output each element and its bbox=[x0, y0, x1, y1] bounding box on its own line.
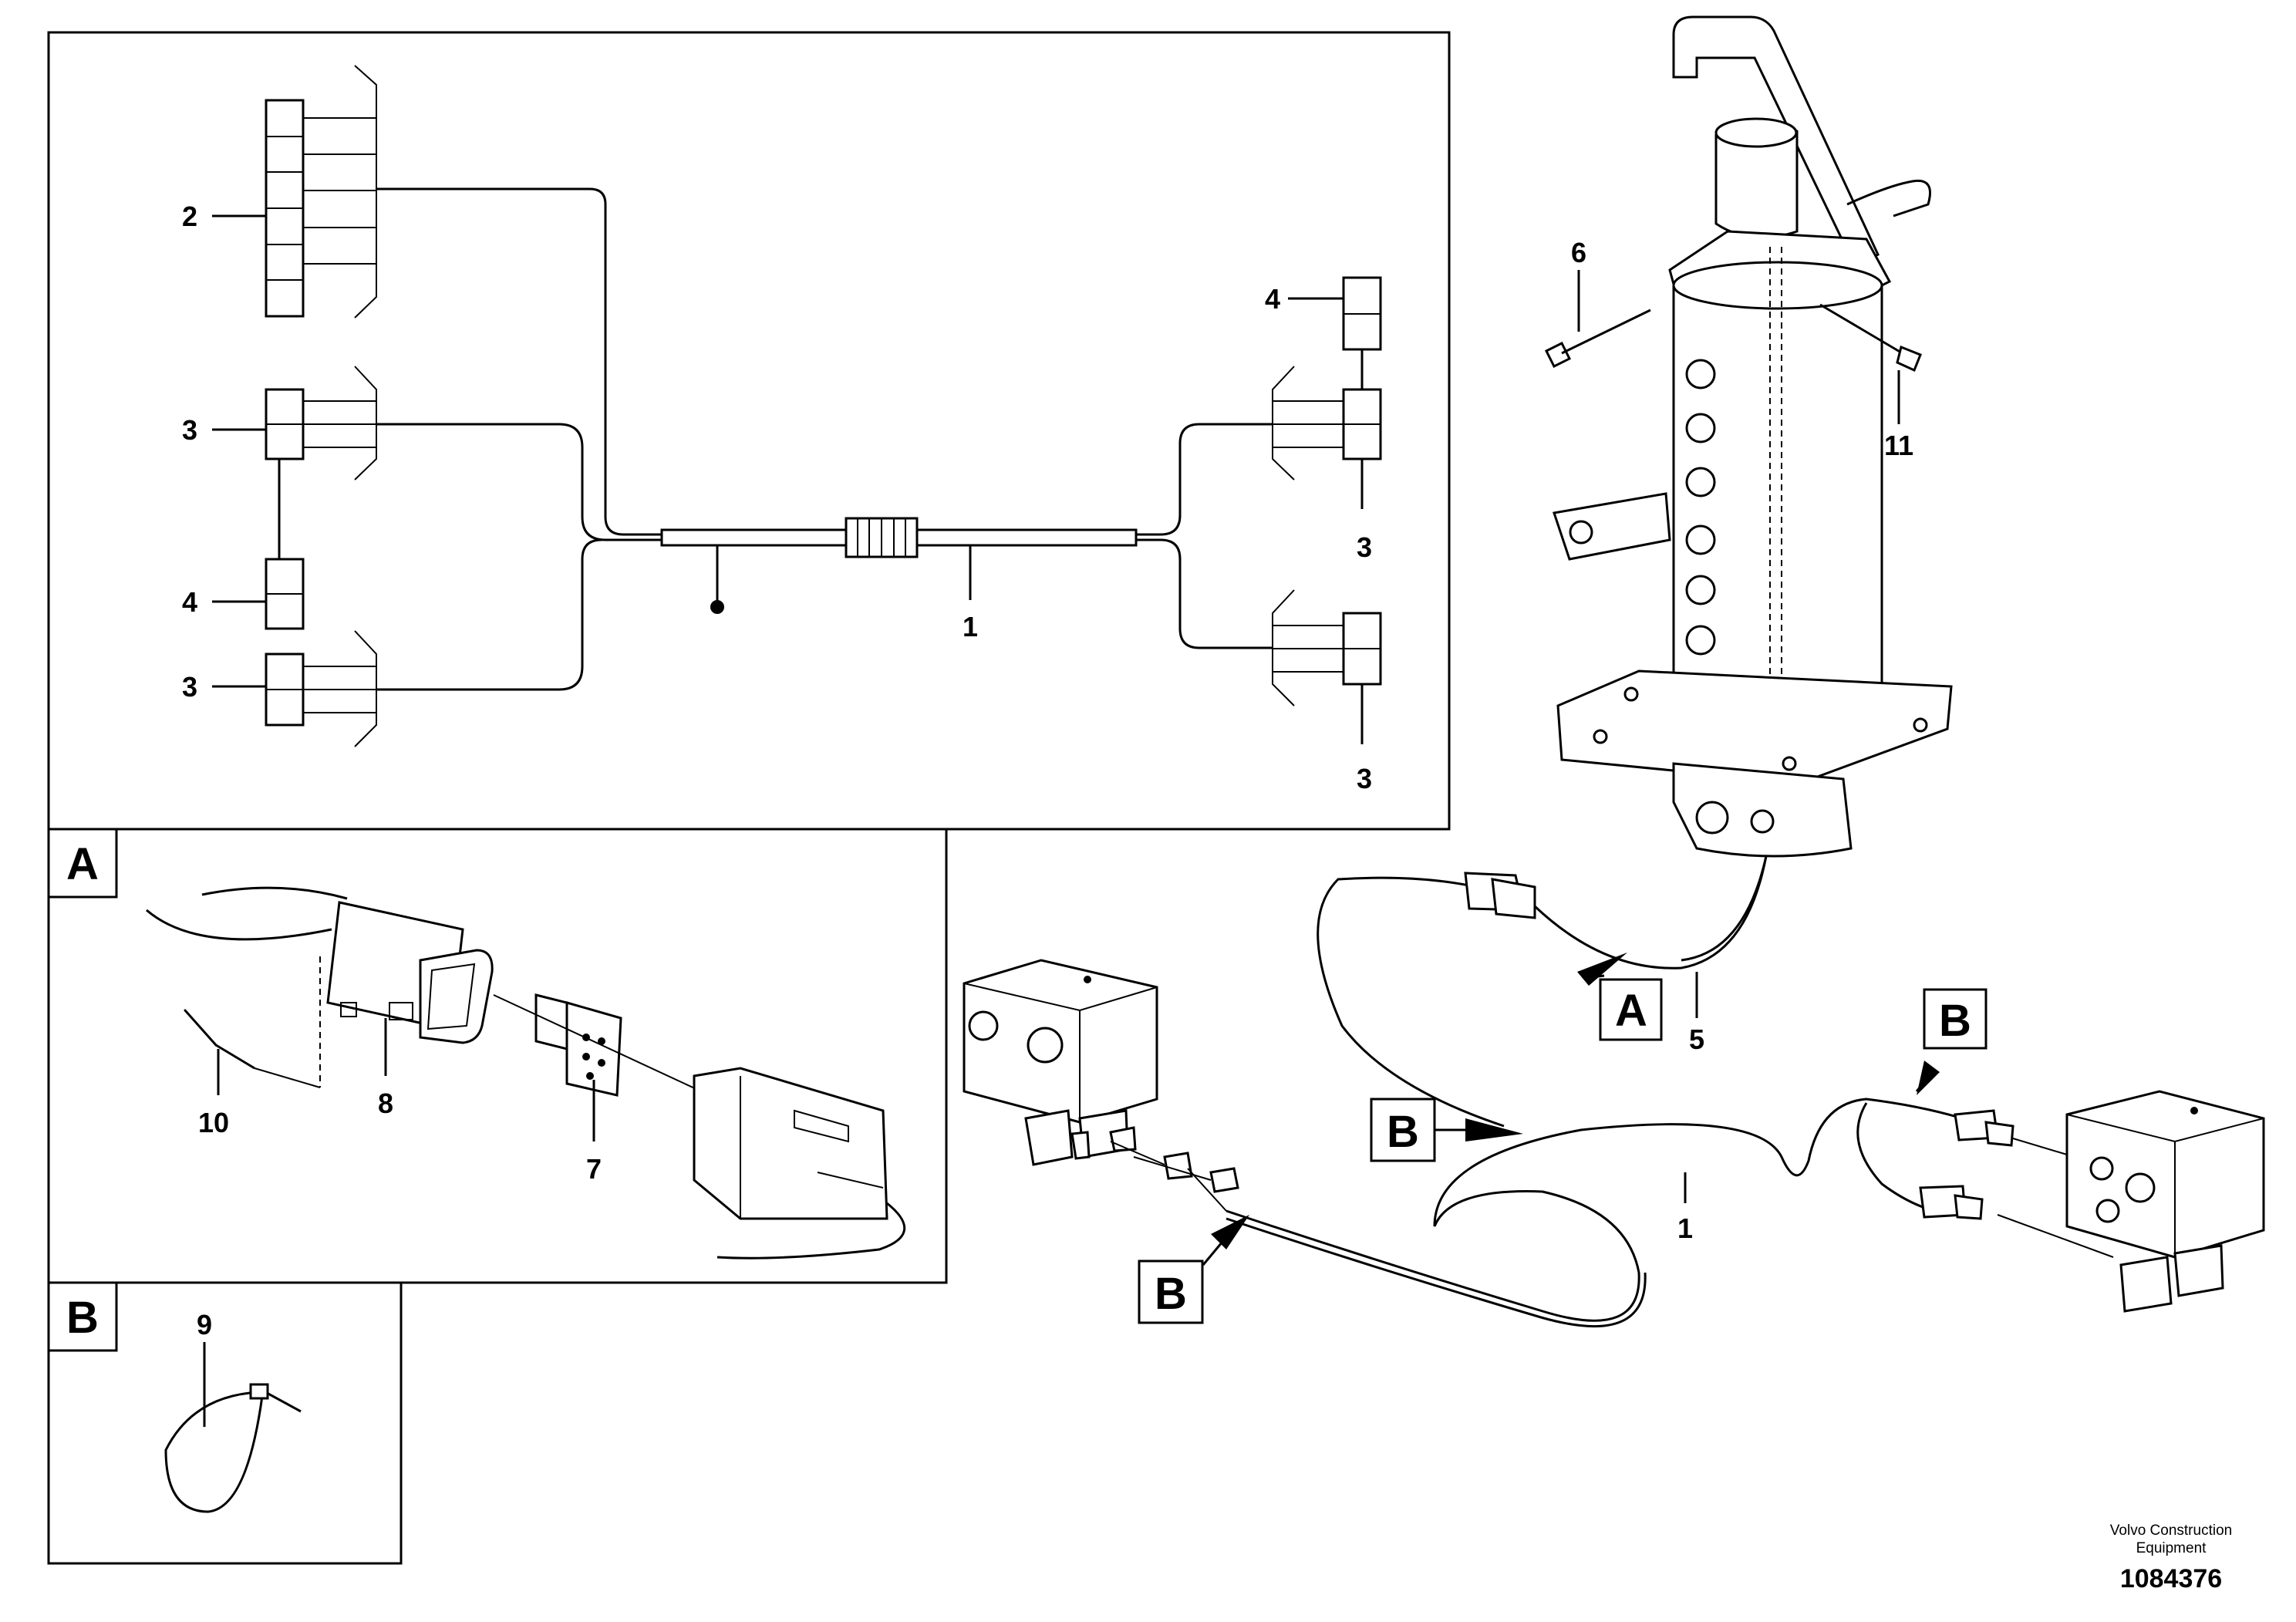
callout-4-right: 4 bbox=[1265, 283, 1280, 315]
pointer-tag-b-lower: B bbox=[1138, 1215, 1249, 1324]
connector-3-schematic-bottom bbox=[265, 630, 377, 747]
connector-b-right-lower bbox=[1919, 1185, 1984, 1220]
pointer-tag-b-mid: B bbox=[1370, 1098, 1523, 1162]
connector-5 bbox=[1464, 872, 1536, 919]
callout-9: 9 bbox=[197, 1309, 212, 1340]
swivel-joint-illustration: 6 11 bbox=[1544, 15, 1953, 858]
solenoid-valve-left bbox=[963, 959, 1158, 1166]
callout-3-right-bottom: 3 bbox=[1357, 763, 1372, 794]
detail-panel-b: B 9 bbox=[47, 1281, 403, 1565]
connector-3-schematic-right-bottom bbox=[1272, 589, 1382, 706]
connector-2-schematic bbox=[265, 65, 377, 319]
pointer-b-lower-label: B bbox=[1155, 1269, 1187, 1319]
pointer-b-top-right-label: B bbox=[1939, 996, 1971, 1046]
pointer-a-label: A bbox=[1615, 986, 1647, 1036]
bolt-11 bbox=[1819, 303, 1922, 373]
pointer-tag-a: A bbox=[1577, 953, 1663, 1041]
mating-connector bbox=[693, 1067, 906, 1259]
connector-4-schematic-left bbox=[265, 558, 305, 630]
harness-5-illustration: 5 bbox=[1317, 855, 1768, 1128]
callout-5: 5 bbox=[1689, 1023, 1704, 1055]
detail-b-label: B bbox=[66, 1293, 99, 1343]
callout-3-right-top: 3 bbox=[1357, 531, 1372, 563]
callout-7: 7 bbox=[586, 1153, 602, 1185]
detail-panel-a: A bbox=[47, 828, 948, 1284]
connector-4-schematic-right bbox=[1342, 276, 1382, 351]
connector-8-illustration bbox=[326, 901, 494, 1044]
connector-3-schematic-top bbox=[265, 366, 377, 481]
callout-6: 6 bbox=[1571, 237, 1586, 268]
connector-3-schematic-right-top bbox=[1272, 366, 1382, 481]
drawing-number: 1084376 bbox=[2120, 1564, 2222, 1593]
bolt-6 bbox=[1544, 309, 1651, 369]
callout-11: 11 bbox=[1884, 430, 1913, 461]
callout-2: 2 bbox=[182, 201, 197, 232]
callout-8: 8 bbox=[378, 1088, 393, 1119]
callout-10: 10 bbox=[198, 1107, 229, 1138]
callout-3-left-bottom: 3 bbox=[182, 671, 197, 703]
company-name-line1: Volvo Construction bbox=[2110, 1523, 2232, 1539]
footer: Volvo Construction Equipment 1084376 bbox=[2110, 1523, 2232, 1593]
connector-b-left bbox=[1110, 1141, 1239, 1212]
callout-1-harness: 1 bbox=[1677, 1212, 1693, 1244]
cable-tie-9 bbox=[164, 1383, 302, 1513]
contact-pin-10 bbox=[184, 1009, 321, 1088]
callout-1-schematic: 1 bbox=[963, 611, 978, 642]
wedge-lock-7 bbox=[534, 993, 622, 1097]
connector-b-right-upper bbox=[1954, 1109, 2014, 1147]
detail-a-label: A bbox=[66, 839, 99, 889]
pointer-b-mid-label: B bbox=[1387, 1107, 1419, 1157]
company-name-line2: Equipment bbox=[2136, 1540, 2207, 1556]
solenoid-valve-right bbox=[2065, 1090, 2265, 1313]
callout-3-left-top: 3 bbox=[182, 414, 197, 446]
pointer-tag-b-top-right: B bbox=[1915, 988, 1988, 1095]
callout-4-left: 4 bbox=[182, 586, 197, 618]
harness-1-schematic bbox=[660, 517, 1138, 614]
schematic-panel: 2 3 4 3 4 3 3 1 bbox=[47, 31, 1451, 831]
